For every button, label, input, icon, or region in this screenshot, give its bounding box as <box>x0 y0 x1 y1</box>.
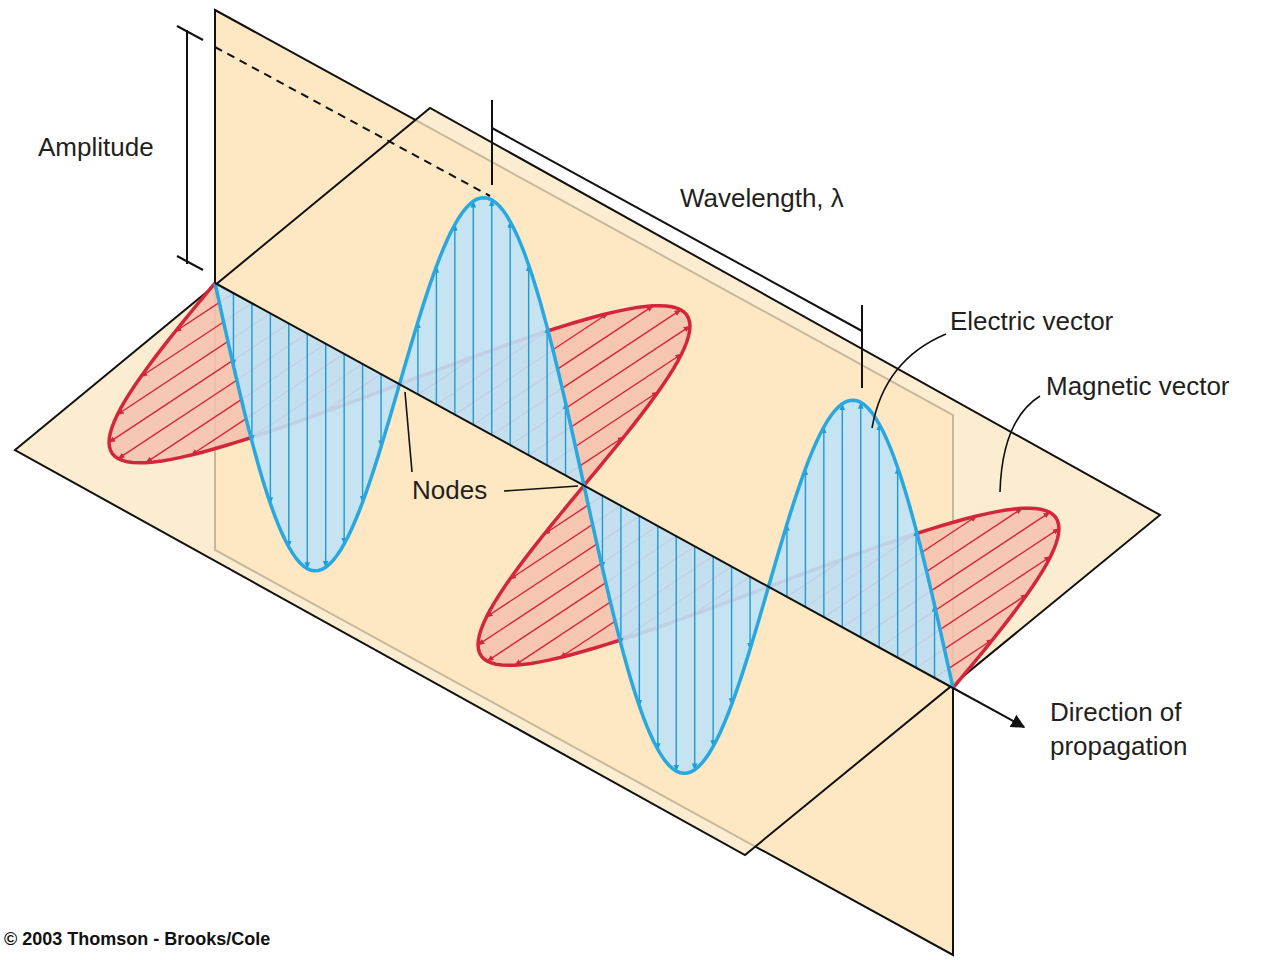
electric-vector-arrow <box>897 468 898 658</box>
electric-vector-arrow <box>915 530 916 668</box>
electric-vector-arrow <box>417 322 418 395</box>
electric-vector-arrow <box>307 334 308 569</box>
amplitude-tick <box>177 256 203 270</box>
amplitude-tick <box>177 26 203 40</box>
amplitude-bracket <box>186 30 188 264</box>
vertical-plane <box>215 10 953 955</box>
electric-vector-arrow <box>676 536 677 771</box>
electric-vector-arrow <box>657 526 658 749</box>
magnetic-vector-label: Magnetic vector <box>1046 370 1230 404</box>
wave-group <box>109 198 1059 774</box>
electric-vector-arrow <box>270 313 271 503</box>
wavelength-tick <box>861 305 863 388</box>
electric-vector-arrow <box>288 324 289 547</box>
electric-vector-arrow <box>565 403 566 476</box>
electric-vector-arrow <box>602 496 603 569</box>
electric-vector-arrow <box>731 567 732 705</box>
magnetic-wave <box>109 283 1059 688</box>
electric-vector-arrow <box>510 222 511 445</box>
electric-fill <box>215 198 953 774</box>
electric-vector-arrow <box>934 605 935 678</box>
electric-vector-arrow <box>860 402 861 637</box>
leader-line <box>872 334 946 428</box>
copyright-label: © 2003 Thomson - Brooks/Cole <box>4 928 270 951</box>
electric-vector-arrow <box>473 201 474 424</box>
electric-vector-arrow <box>786 524 787 597</box>
electric-vector-arrow <box>712 556 713 746</box>
electric-vector-arrow <box>325 344 326 567</box>
nodes-label: Nodes <box>412 474 487 508</box>
electric-vector-arrow <box>251 303 252 441</box>
direction-label: Direction of propagation <box>1050 696 1235 764</box>
electric-vector-arrow <box>343 354 344 544</box>
leader-line <box>504 486 578 491</box>
electric-vector-arrow <box>362 364 363 502</box>
propagation-axis <box>215 283 953 688</box>
electric-vector-arrow <box>454 225 455 415</box>
electric-vector-arrow <box>842 404 843 627</box>
propagation-arrow <box>953 688 1024 727</box>
electric-vector-arrow <box>879 424 880 647</box>
electric-vector-arrow <box>805 469 806 607</box>
electric-vector-arrow <box>546 327 547 465</box>
electric-vector-arrow <box>491 200 492 435</box>
wavelength-bracket <box>492 128 862 331</box>
electric-vector-arrow <box>694 546 695 769</box>
electric-vector-arrow <box>823 427 824 617</box>
electric-vector-arrow <box>639 516 640 706</box>
wavelength-tick <box>491 100 493 185</box>
amplitude-dash <box>215 47 490 196</box>
leader-line <box>1000 396 1040 492</box>
electric-vector-arrow <box>380 374 381 447</box>
electric-vector-arrow <box>233 293 234 366</box>
amplitude-label: Amplitude <box>38 131 154 165</box>
electric-vector-arrow <box>749 577 750 650</box>
leader-line <box>405 392 412 472</box>
electric-wave <box>215 198 953 774</box>
magnetic-fill <box>109 283 1059 688</box>
electric-vector-label: Electric vector <box>950 305 1113 339</box>
electric-vector-arrow <box>436 266 437 404</box>
wavelength-label: Wavelength, λ <box>680 182 844 216</box>
electric-vector-arrow <box>620 506 621 644</box>
electric-vector-arrow <box>528 265 529 455</box>
